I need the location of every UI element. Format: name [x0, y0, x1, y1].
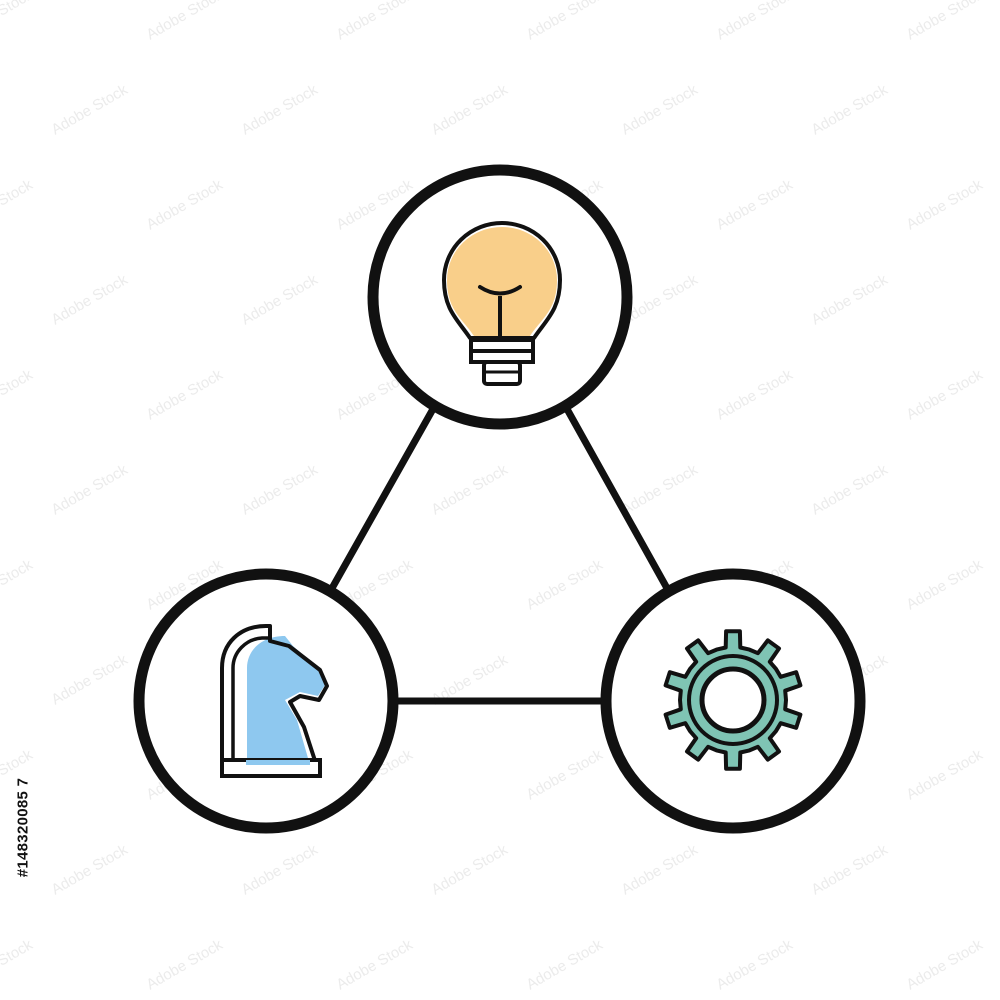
watermark-mark: Adobe Stock — [809, 461, 892, 519]
node-bottom-left — [133, 568, 399, 834]
watermark-mark: Adobe Stock — [904, 176, 987, 234]
watermark-mark: Adobe Stock — [239, 271, 322, 329]
watermark-mark: Adobe Stock — [619, 81, 702, 139]
stock-id-watermark: #148320085 7 — [9, 752, 37, 902]
watermark-mark: Adobe Stock — [334, 936, 417, 994]
watermark-mark: Adobe Stock — [524, 0, 607, 43]
watermark-mark: Adobe Stock — [334, 0, 417, 43]
watermark-mark: Adobe Stock — [49, 81, 132, 139]
watermark-mark: Adobe Stock — [0, 556, 36, 614]
lightbulb-icon — [442, 221, 562, 386]
watermark-mark: Adobe Stock — [144, 176, 227, 234]
watermark-mark: Adobe Stock — [239, 461, 322, 519]
chess-knight-icon — [220, 624, 329, 778]
watermark-mark: Adobe Stock — [49, 841, 132, 899]
watermark-mark: Adobe Stock — [144, 0, 227, 43]
node-bottom-right — [600, 568, 866, 834]
watermark-mark: Adobe Stock — [239, 841, 322, 899]
edges — [327, 405, 672, 705]
watermark-mark: Adobe Stock — [49, 461, 132, 519]
edge-top-to-bottom-right — [563, 405, 672, 594]
watermark-mark: Adobe Stock — [144, 936, 227, 994]
watermark-mark: Adobe Stock — [524, 936, 607, 994]
watermark-mark: Adobe Stock — [904, 0, 987, 43]
watermark-mark: Adobe Stock — [429, 841, 512, 899]
watermark-mark: Adobe Stock — [619, 841, 702, 899]
edge-top-to-bottom-left — [327, 405, 437, 594]
watermark-mark: Adobe Stock — [904, 746, 987, 804]
watermark-mark: Adobe Stock — [524, 746, 607, 804]
gear-ring — [687, 654, 779, 746]
watermark-mark: Adobe Stock — [0, 936, 36, 994]
stock-id-text: #148320085 7 — [14, 777, 32, 877]
node-top — [367, 164, 633, 430]
watermark-mark: Adobe Stock — [619, 461, 702, 519]
gear-hole — [699, 666, 767, 734]
gear-icon — [663, 629, 803, 771]
watermark-mark: Adobe Stock — [714, 366, 797, 424]
watermark-mark: Adobe Stock — [714, 0, 797, 43]
watermark-mark: Adobe Stock — [49, 651, 132, 709]
watermark-mark: Adobe Stock — [714, 176, 797, 234]
watermark-mark: Adobe Stock — [429, 81, 512, 139]
watermark-mark: Adobe Stock — [809, 841, 892, 899]
watermark-mark: Adobe Stock — [0, 176, 36, 234]
watermark-mark: Adobe Stock — [0, 366, 36, 424]
watermark-mark: Adobe Stock — [144, 366, 227, 424]
watermark-mark: Adobe Stock — [809, 271, 892, 329]
watermark-mark: Adobe Stock — [0, 0, 36, 43]
watermark-mark: Adobe Stock — [809, 81, 892, 139]
watermark-mark: Adobe Stock — [904, 556, 987, 614]
watermark-mark: Adobe Stock — [904, 366, 987, 424]
watermark-mark: Adobe Stock — [714, 936, 797, 994]
watermark-mark: Adobe Stock — [49, 271, 132, 329]
watermark-mark: Adobe Stock — [429, 461, 512, 519]
watermark-mark: Adobe Stock — [524, 556, 607, 614]
watermark-mark: Adobe Stock — [239, 81, 322, 139]
watermark-mark: Adobe Stock — [904, 936, 987, 994]
